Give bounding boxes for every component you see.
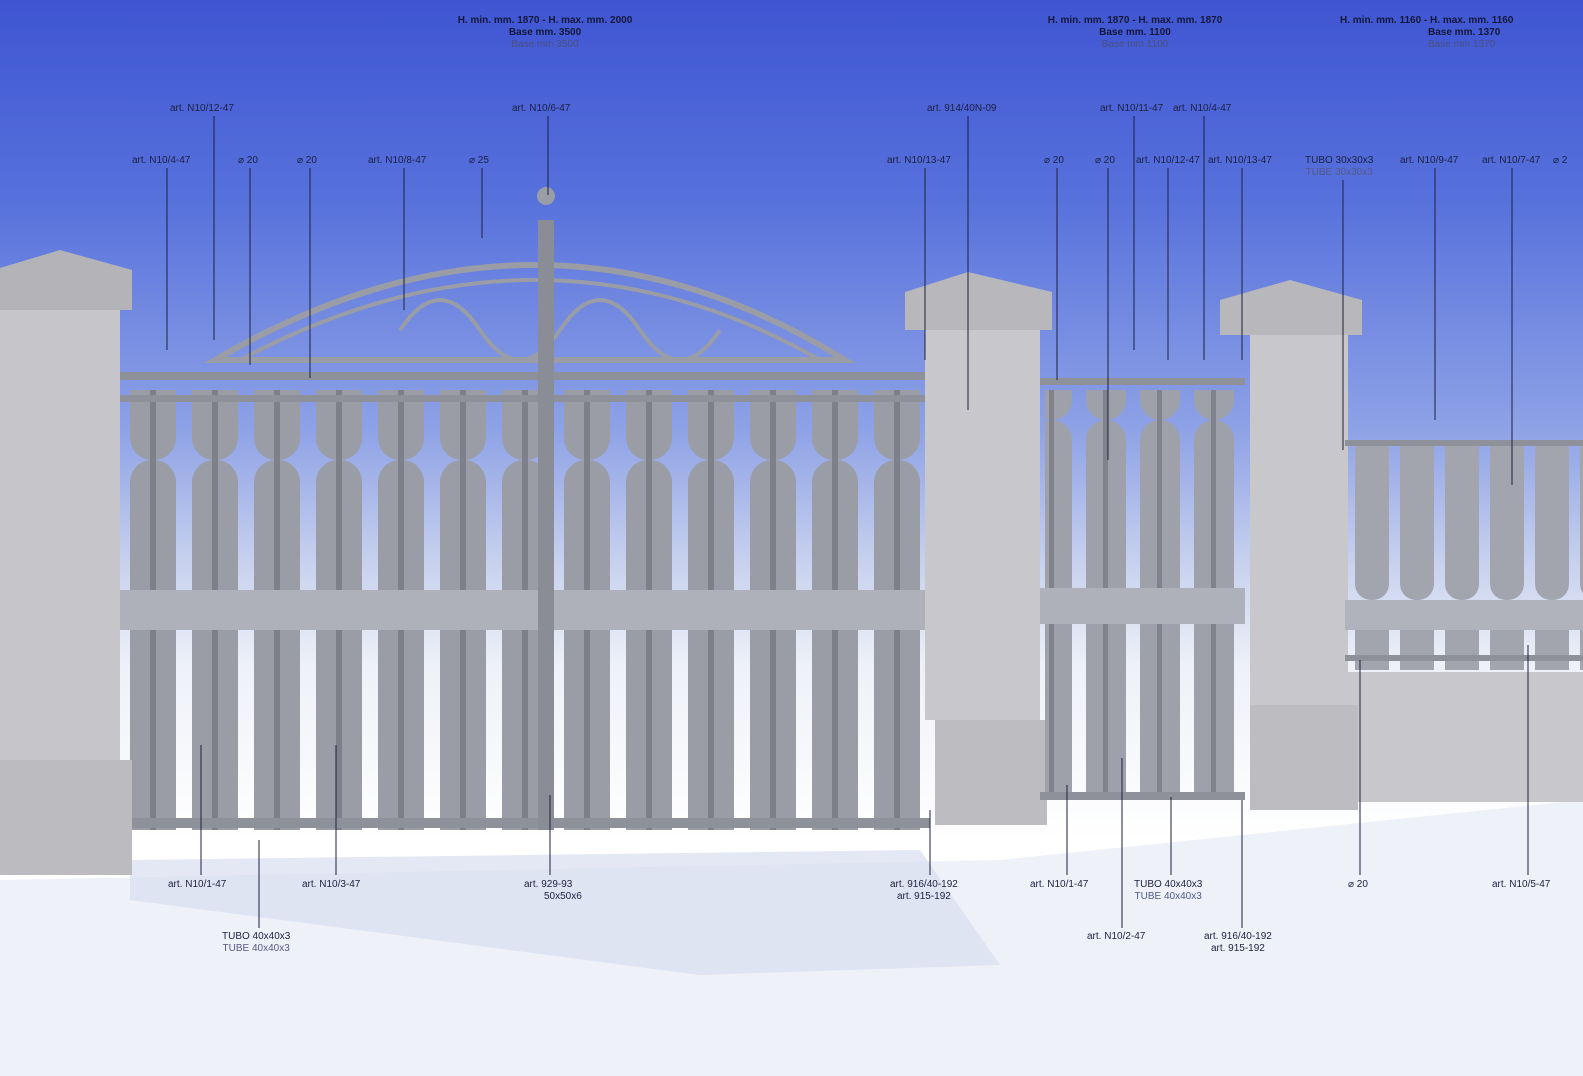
label-tubo-40x40x3-a: TUBO 40x40x3 TUBE 40x40x3 <box>222 931 290 955</box>
label-n10-12-47: art. N10/12-47 <box>170 103 234 114</box>
label-n10-9-47: art. N10/9-47 <box>1400 155 1459 166</box>
header-line1: H. min. mm. 1870 - H. max. mm. 2000 <box>457 15 633 26</box>
label-tubo-it: TUBO 30x30x3 <box>1305 155 1374 166</box>
header-main-gate: H. min. mm. 1870 - H. max. mm. 2000 Base… <box>420 15 670 51</box>
label-d20-b: ⌀ 20 <box>297 155 317 166</box>
label-n10-13-47-b: art. N10/13-47 <box>1208 155 1272 166</box>
label-n10-1-47-a: art. N10/1-47 <box>168 879 227 890</box>
label-n10-8-47: art. N10/8-47 <box>368 155 427 166</box>
header-pedestrian-gate: H. min. mm. 1870 - H. max. mm. 1870 Base… <box>1010 15 1260 51</box>
header-line2: Base mm. 1100 <box>1099 27 1171 38</box>
label-tubo-it-b: TUBO 40x40x3 <box>1134 879 1203 890</box>
label-929-93-art: art. 929-93 <box>524 879 573 890</box>
label-d2-cut: ⌀ 2 <box>1553 155 1568 166</box>
label-tubo-40x40x3-b: TUBO 40x40x3 TUBE 40x40x3 <box>1134 879 1202 903</box>
label-n10-12-47-b: art. N10/12-47 <box>1136 155 1200 166</box>
header-line3: Base mm 3500 <box>511 39 579 50</box>
header-line1: H. min. mm. 1870 - H. max. mm. 1870 <box>1047 15 1223 26</box>
main-gate <box>120 187 930 830</box>
label-n10-3-47: art. N10/3-47 <box>302 879 361 890</box>
label-n10-2-47: art. N10/2-47 <box>1087 931 1146 942</box>
label-50x50x6: 50x50x6 <box>544 891 582 902</box>
label-n10-7-47: art. N10/7-47 <box>1482 155 1541 166</box>
low-wall <box>1345 672 1583 802</box>
label-n10-11-47: art. N10/11-47 <box>1100 103 1164 114</box>
label-tube-en-a: TUBE 40x40x3 <box>222 943 290 954</box>
label-929-93: art. 929-93 50x50x6 <box>524 879 582 903</box>
right-pillar <box>1220 280 1362 810</box>
label-916-40-192-a: art. 916/40-192 art. 915-192 <box>890 879 958 903</box>
label-n10-5-47: art. N10/5-47 <box>1492 879 1551 890</box>
middle-pillar <box>905 272 1052 825</box>
label-d25: ⌀ 25 <box>469 155 489 166</box>
label-d20-c: ⌀ 20 <box>1044 155 1064 166</box>
label-n10-6-47: art. N10/6-47 <box>512 103 571 114</box>
header-line3: Base mm 1370 <box>1428 39 1496 50</box>
header-line2: Base mm. 3500 <box>508 27 582 38</box>
label-d20-a: ⌀ 20 <box>238 155 258 166</box>
label-n10-13-47-a: art. N10/13-47 <box>887 155 951 166</box>
label-916-a: art. 916/40-192 <box>890 879 958 890</box>
label-d20-d: ⌀ 20 <box>1095 155 1115 166</box>
label-tubo-30x30x3: TUBO 30x30x3 TUBE 30x30x3 <box>1305 155 1373 179</box>
label-n10-4-47: art. N10/4-47 <box>132 155 191 166</box>
label-tubo-it-a: TUBO 40x40x3 <box>222 931 291 942</box>
label-915-a: art. 915-192 <box>896 891 951 902</box>
label-916-b: art. 916/40-192 <box>1204 931 1272 942</box>
fence-panel <box>1345 440 1583 670</box>
label-n10-1-47-b: art. N10/1-47 <box>1030 879 1089 890</box>
shadow <box>130 850 1000 975</box>
label-914-40n-09: art. 914/40N-09 <box>927 103 997 114</box>
label-tube-en-b: TUBE 40x40x3 <box>1134 891 1202 902</box>
label-916-40-192-b: art. 916/40-192 art. 915-192 <box>1204 931 1272 955</box>
label-tube-en: TUBE 30x30x3 <box>1305 167 1373 178</box>
label-d20-e: ⌀ 20 <box>1348 879 1368 890</box>
label-915-b: art. 915-192 <box>1210 943 1265 954</box>
header-fence: H. min. mm. 1160 - H. max. mm. 1160 Base… <box>1340 15 1583 51</box>
left-pillar <box>0 250 132 875</box>
header-line2: Base mm. 1370 <box>1428 27 1501 38</box>
header-line3: Base mm 1100 <box>1101 39 1169 50</box>
header-line1: H. min. mm. 1160 - H. max. mm. 1160 <box>1340 15 1514 26</box>
leader-lines <box>166 116 1529 928</box>
label-n10-4-47-top: art. N10/4-47 <box>1173 103 1232 114</box>
pedestrian-gate <box>1040 378 1245 800</box>
